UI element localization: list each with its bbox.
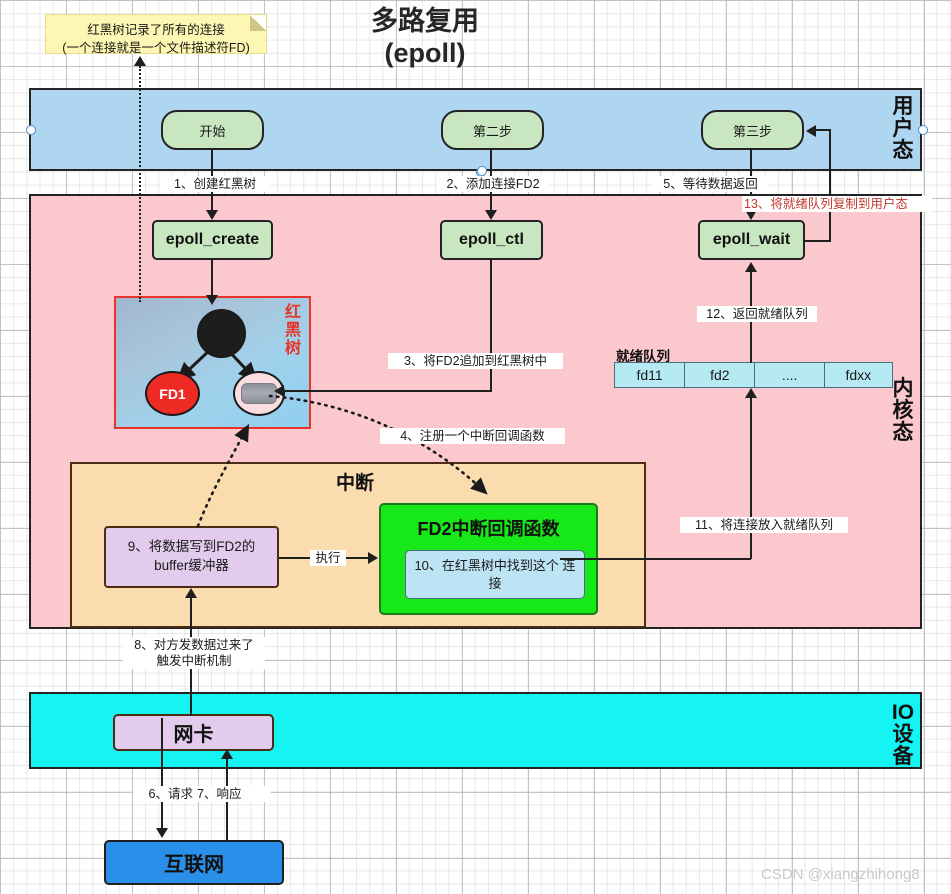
edge-exec-arrow — [368, 552, 378, 564]
edge-label-4: 4、注册一个中断回调函数 — [380, 428, 565, 444]
note-line-1: 红黑树记录了所有的连接 — [87, 23, 225, 37]
step-start[interactable]: 开始 — [161, 110, 264, 150]
edge-7-arrow — [221, 749, 233, 759]
user-space-label: 用 户 态 — [888, 95, 918, 163]
epoll-create-label: epoll_create — [165, 231, 260, 248]
epoll-wait-label: epoll_wait — [712, 231, 791, 248]
edge-8-arrow — [185, 588, 197, 598]
internet-box[interactable]: 互联网 — [104, 840, 284, 885]
edge-11-h — [560, 558, 751, 561]
sticky-note: 红黑树记录了所有的连接 (一个连接就是一个文件描述符FD) — [45, 14, 267, 56]
write-buffer-label: 9、将数据写到FD2的 buffer缓冲器 — [127, 539, 256, 573]
red-black-tree-label: 红 黑 树 — [283, 304, 303, 358]
edge-ctl-left — [283, 390, 491, 393]
edge-label-7: 7、响应 — [195, 786, 271, 802]
nic-box[interactable]: 网卡 — [113, 714, 274, 751]
step-three[interactable]: 第三步 — [701, 110, 804, 150]
epoll-ctl-box[interactable]: epoll_ctl — [440, 220, 543, 260]
edge-4-dotted — [268, 388, 498, 503]
note-fold-corner — [250, 15, 266, 31]
ready-queue-cell[interactable]: .... — [755, 363, 825, 387]
note-line-2: (一个连接就是一个文件描述符FD) — [62, 41, 250, 56]
nic-label: 网卡 — [173, 724, 214, 746]
tree-node-fd1-label: FD1 — [159, 385, 186, 402]
find-connection-label: 10、在红黑树中找到这个 连接 — [414, 557, 576, 591]
ready-queue-cell[interactable]: fdxx — [824, 363, 892, 387]
interrupt-title: 中断 — [335, 472, 374, 494]
step-two[interactable]: 第二步 — [441, 110, 544, 150]
watermark: CSDN @xiangzhihong8 — [761, 866, 920, 883]
rbt-label-char-2: 黑 — [284, 321, 301, 339]
edge-ctl-arrow — [274, 385, 284, 397]
edge-step2-to-ctl-arrow — [485, 210, 497, 220]
ready-queue-cell[interactable]: fd11 — [615, 363, 686, 387]
user-label-char-1: 用 — [892, 95, 914, 118]
edge-13-v — [829, 130, 832, 242]
edge-label-exec: 执行 — [310, 550, 346, 566]
page-title: 多路复用 (epoll) — [310, 6, 540, 70]
step-three-label: 第三步 — [732, 123, 772, 139]
band-handle-left[interactable] — [26, 125, 36, 135]
edge2-handle[interactable] — [477, 166, 487, 176]
edge-ctl-down — [490, 260, 493, 392]
io-label-line-1: IO — [891, 701, 915, 724]
edge-create-to-tree-arrow — [206, 295, 218, 305]
step-start-label: 开始 — [199, 123, 226, 139]
tree-node-fd1[interactable]: FD1 — [145, 371, 200, 416]
kernel-label-char-1: 内 — [892, 377, 914, 400]
edge-label-13: 13、将就绪队列复制到用户态 — [742, 196, 932, 212]
ready-queue: fd11 fd2 .... fdxx — [614, 362, 893, 388]
edge-label-12: 12、返回就绪队列 — [697, 306, 817, 322]
edge-label-8: 8、对方发数据过来了 触发中断机制 — [123, 637, 265, 669]
edge-label-1: 1、创建红黑树 — [160, 176, 270, 192]
edge-11-arrow — [745, 388, 757, 398]
edge-9-dotted — [186, 414, 262, 528]
edge-6-arrow — [156, 828, 168, 838]
title-line-2: (epoll) — [384, 37, 466, 68]
band-handle-right[interactable] — [918, 125, 928, 135]
fd2-callback-box[interactable]: FD2中断回调函数 10、在红黑树中找到这个 连接 — [379, 503, 598, 615]
fd2-callback-title: FD2中断回调函数 — [417, 519, 560, 539]
note-dotted-line — [139, 66, 141, 302]
tree-root-node[interactable] — [197, 309, 246, 358]
edge-label-3: 3、将FD2追加到红黑树中 — [388, 353, 563, 369]
edge-create-to-tree — [211, 260, 214, 300]
edge-6-line — [161, 718, 164, 830]
edge-label-11: 11、将连接放入就绪队列 — [680, 517, 848, 533]
rbt-label-char-1: 红 — [284, 304, 301, 321]
edge-11-v — [750, 398, 753, 559]
tree-node-fd2[interactable] — [233, 371, 285, 416]
write-buffer-box[interactable]: 9、将数据写到FD2的 buffer缓冲器 — [104, 526, 279, 588]
title-line-1: 多路复用 — [371, 6, 479, 36]
io-label-line-2: 设备 — [892, 723, 914, 769]
edge-start-to-create-arrow — [206, 210, 218, 220]
kernel-label-char-2: 核 — [892, 399, 914, 423]
epoll-create-box[interactable]: epoll_create — [152, 220, 273, 260]
user-label-char-2: 户 — [892, 117, 914, 141]
io-device-label: IO 设备 — [884, 701, 922, 769]
find-connection-box[interactable]: 10、在红黑树中找到这个 连接 — [405, 550, 585, 599]
edge-13-h1 — [803, 240, 831, 243]
epoll-wait-box[interactable]: epoll_wait — [698, 220, 805, 260]
ready-queue-title: 就绪队列 — [616, 349, 670, 364]
kernel-label-char-3: 态 — [892, 421, 914, 445]
internet-label: 互联网 — [164, 854, 224, 876]
edge-label-2: 2、添加连接FD2 — [437, 176, 549, 192]
user-label-char-3: 态 — [892, 139, 914, 163]
step-two-label: 第二步 — [472, 123, 512, 139]
edge-13-h2 — [816, 129, 831, 132]
kernel-space-label: 内 核 态 — [888, 377, 918, 445]
ready-queue-cell[interactable]: fd2 — [685, 363, 756, 387]
rbt-label-char-3: 树 — [284, 339, 301, 357]
epoll-ctl-label: epoll_ctl — [459, 231, 524, 248]
edge-step3-to-wait-arrow — [745, 210, 757, 220]
edge-label-5: 5、等待数据返回 — [653, 176, 768, 192]
note-arrow-head — [134, 56, 146, 66]
edge-label-6: 6、请求 — [133, 786, 195, 802]
edge-13-arrow — [806, 125, 816, 137]
edge-12-arrow — [745, 262, 757, 272]
